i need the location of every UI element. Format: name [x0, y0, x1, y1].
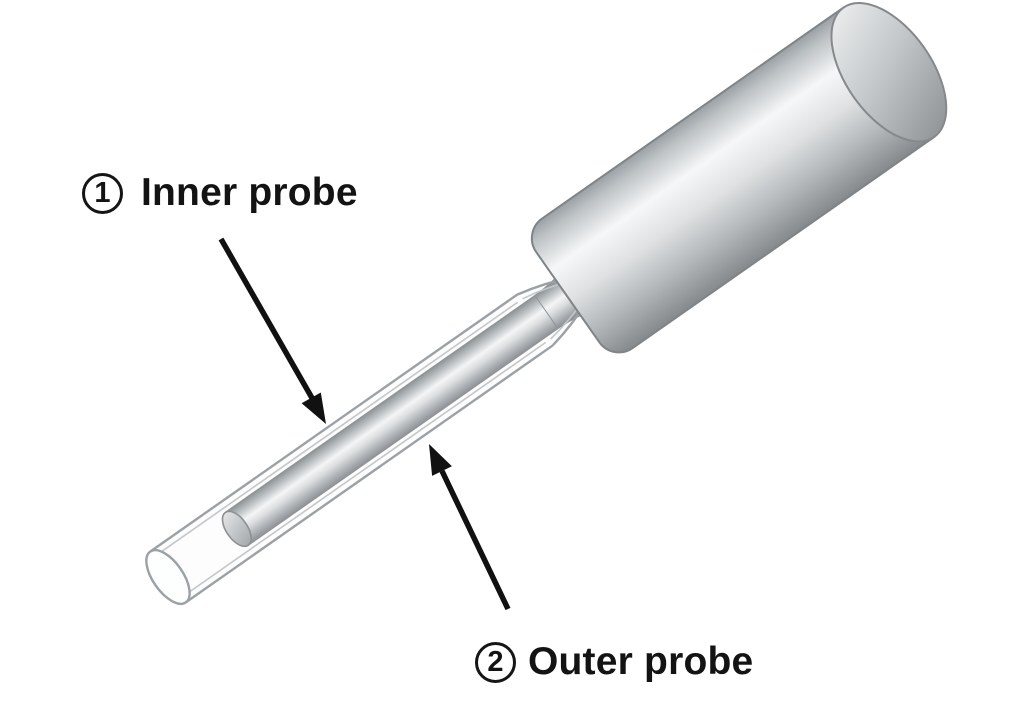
outer-probe-label: Outer probe	[528, 640, 754, 683]
outer-tube-inner-wall-bottom	[188, 341, 547, 594]
arrow-shaft	[218, 237, 315, 400]
probe-device	[145, 1, 948, 606]
outer-tube-outline-top	[149, 293, 518, 553]
handle-end-cap	[830, 1, 948, 143]
outer-tube-inner-wall-top	[160, 301, 519, 553]
circled-number-1: 1	[82, 172, 123, 214]
inner-rod	[224, 268, 597, 547]
callout-outer-probe: 2 Outer probe	[475, 640, 753, 684]
outer-tube-mouth	[145, 548, 191, 606]
inner-probe-label: Inner probe	[141, 171, 358, 214]
arrow-outer-probe	[429, 444, 511, 611]
arrow-head-icon	[429, 444, 452, 476]
outer-tube-outline-bottom	[185, 344, 554, 604]
arrow-inner-probe	[218, 237, 326, 424]
handle-body	[530, 6, 936, 354]
callout-inner-probe: 1 Inner probe	[82, 171, 358, 215]
inner-rod-end-face	[221, 510, 252, 548]
arrow-head-icon	[301, 392, 326, 424]
circled-number-2: 2	[475, 641, 516, 683]
arrow-shaft	[439, 469, 511, 611]
